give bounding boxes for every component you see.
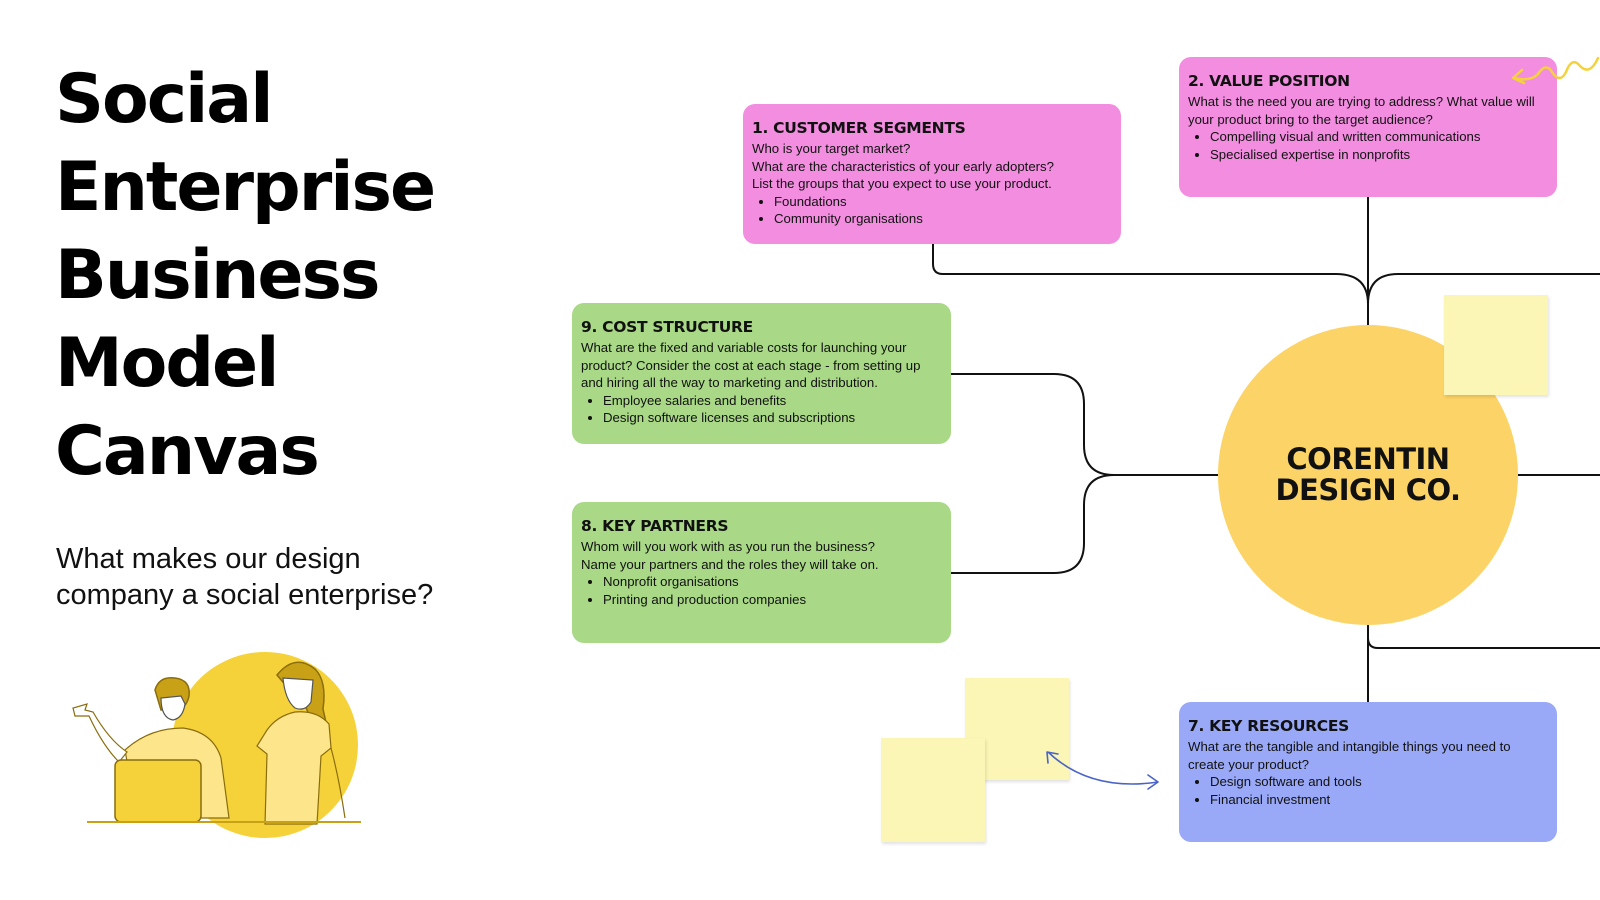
card-text: What are the characteristics of your ear… (752, 158, 1054, 174)
card-bullet: Specialised expertise in nonprofits (1210, 146, 1549, 164)
card-bullet: Community organisations (774, 210, 1113, 228)
title-line: Model (55, 324, 280, 403)
page-subtitle: What makes our design company a social e… (56, 541, 496, 613)
squiggle-arrow-icon (1511, 56, 1600, 85)
card-heading: 1. CUSTOMER SEGMENTS (752, 119, 966, 137)
card-bullet: Financial investment (1210, 791, 1549, 809)
cost-structure-card: 9. COST STRUCTURE What are the fixed and… (572, 303, 951, 444)
card-heading: 8. KEY PARTNERS (581, 517, 729, 535)
title-line: Social (55, 60, 274, 139)
subtitle-line: company a social enterprise? (56, 579, 434, 611)
card-heading: 9. COST STRUCTURE (581, 318, 753, 336)
key-partners-card: 8. KEY PARTNERS Whom will you work with … (572, 502, 951, 643)
card-text: Whom will you work with as you run the b… (581, 539, 875, 554)
title-line: Business (55, 236, 381, 315)
center-label-line: DESIGN CO. (1275, 473, 1461, 507)
center-label-line: CORENTIN (1286, 442, 1450, 476)
title-line: Canvas (55, 412, 320, 491)
title-line: Enterprise (55, 148, 436, 227)
card-bullet: Employee salaries and benefits (603, 392, 943, 410)
card-bullet: Printing and production companies (603, 591, 943, 609)
card-bullet-list: Design software and tools Financial inve… (1188, 773, 1549, 808)
double-arrow-icon (1046, 751, 1159, 790)
page-title: Social Enterprise Business Model Canvas (55, 56, 535, 496)
card-text: What are the tangible and intangible thi… (1188, 739, 1511, 772)
card-text: What are the fixed and variable costs fo… (581, 340, 921, 391)
card-text: What is the need you are trying to addre… (1188, 94, 1535, 127)
card-text: List the groups that you expect to use y… (752, 176, 1052, 192)
sticky-note (1444, 295, 1548, 395)
card-heading: 2. VALUE POSITION (1188, 72, 1350, 90)
card-bullet-list: Nonprofit organisations Printing and pro… (581, 573, 943, 608)
card-bullet-list: Foundations Community organisations (752, 193, 1113, 228)
card-text: Name your partners and the roles they wi… (581, 556, 879, 572)
card-bullet: Nonprofit organisations (603, 573, 943, 591)
customer-segments-card: 1. CUSTOMER SEGMENTS Who is your target … (743, 104, 1121, 244)
card-bullet: Compelling visual and written communicat… (1210, 128, 1549, 146)
card-text: Who is your target market? (752, 141, 911, 156)
card-bullet: Design software licenses and subscriptio… (603, 409, 943, 427)
card-bullet-list: Compelling visual and written communicat… (1188, 128, 1549, 163)
subtitle-line: What makes our design (56, 543, 361, 575)
card-bullet: Foundations (774, 193, 1113, 211)
key-resources-card: 7. KEY RESOURCES What are the tangible a… (1179, 702, 1557, 842)
card-heading: 7. KEY RESOURCES (1188, 717, 1350, 735)
sticky-note (881, 738, 985, 842)
card-bullet: Design software and tools (1210, 773, 1549, 791)
value-position-card: 2. VALUE POSITION What is the need you a… (1179, 57, 1557, 197)
card-bullet-list: Employee salaries and benefits Design so… (581, 392, 943, 427)
people-illustration (72, 652, 361, 838)
